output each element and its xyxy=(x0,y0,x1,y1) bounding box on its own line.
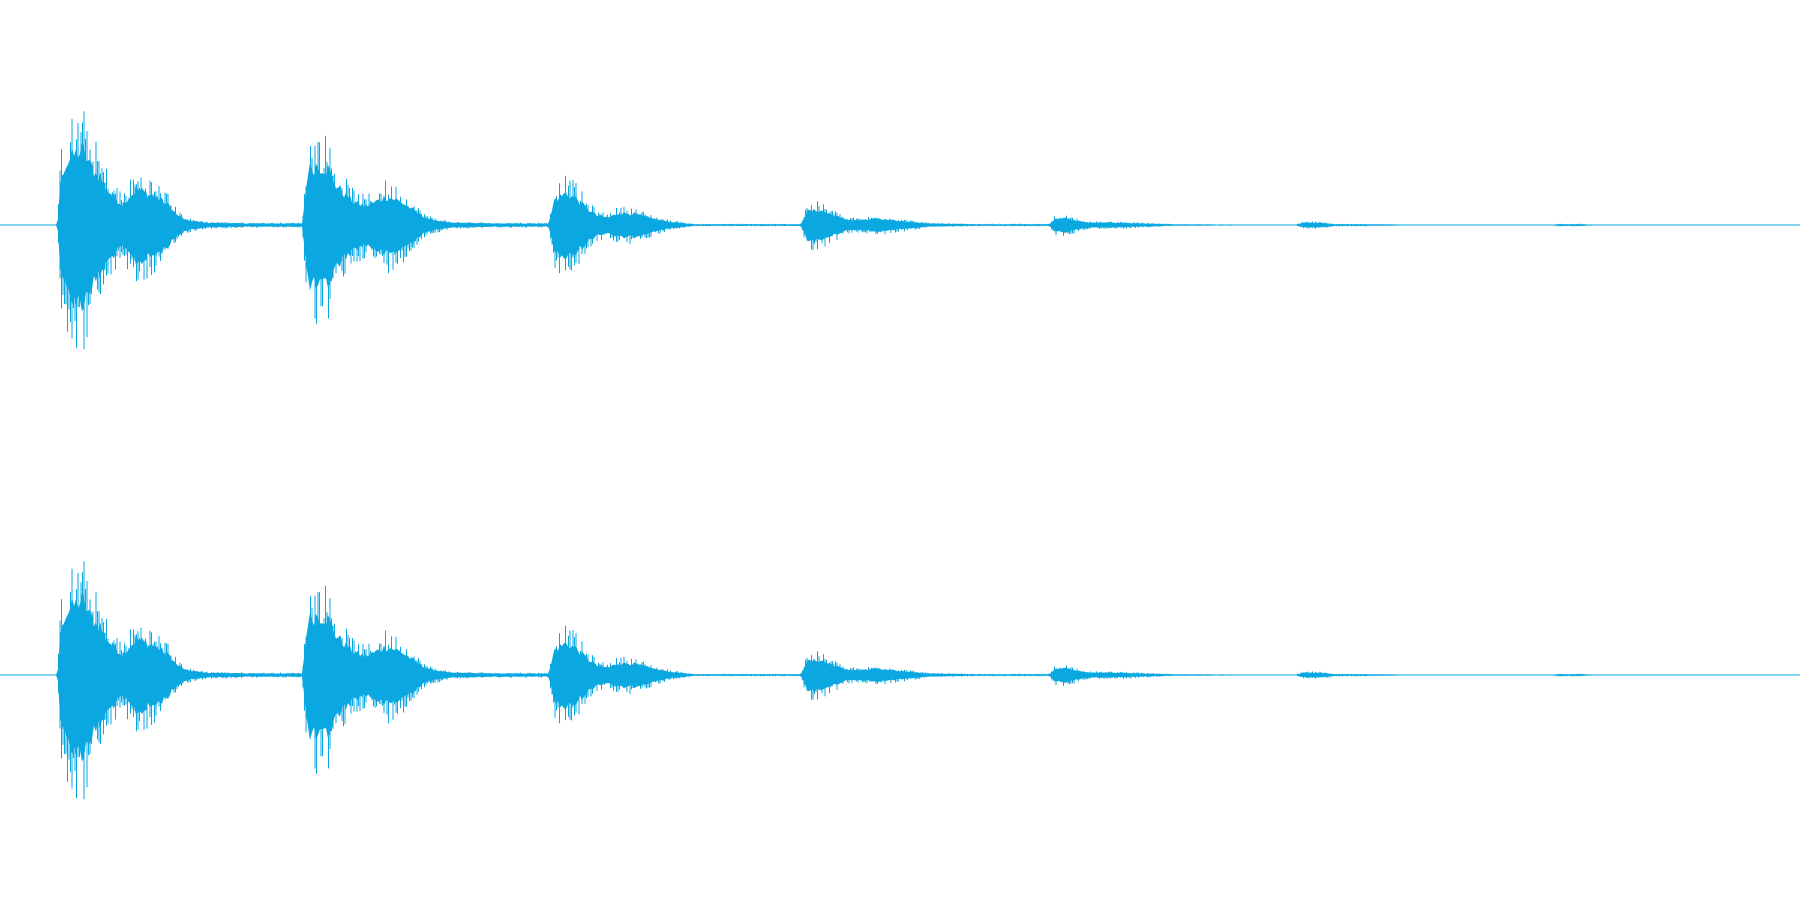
left-channel-svg xyxy=(0,111,1800,350)
left-channel-spikes xyxy=(58,111,1585,350)
right-channel-svg xyxy=(0,561,1800,800)
right-channel-waveform xyxy=(0,450,1800,900)
right-channel-spikes xyxy=(58,561,1585,800)
left-channel-waveform xyxy=(0,111,1800,350)
